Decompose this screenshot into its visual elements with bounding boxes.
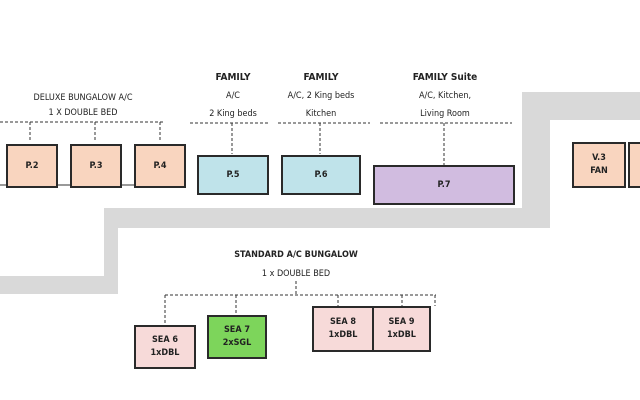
room-sea9[interactable]: SEA 9 1xDBL [372,306,431,352]
room-sea6-bed: 1xDBL [150,348,180,358]
room-sea9-name: SEA 9 [388,317,415,327]
room-p6[interactable]: P.6 [281,155,361,195]
room-v3[interactable]: V.3 FAN [572,142,626,188]
room-p5-label: P.5 [226,169,240,180]
room-sea8[interactable]: SEA 8 1xDBL [312,306,374,352]
room-v3-type: FAN [590,166,608,176]
room-p7[interactable]: P.7 [373,165,515,205]
room-next-partial[interactable] [628,142,640,188]
room-sea7[interactable]: SEA 7 2xSGL [207,315,267,359]
room-p6-label: P.6 [314,169,328,180]
room-p4[interactable]: P.4 [134,144,186,188]
family2-title: FAMILY [303,72,339,83]
suite-line1: A/C, Kitchen, [418,91,472,101]
suite-line2: Living Room [420,109,470,119]
room-p3-label: P.3 [89,160,103,171]
standard-title: STANDARD A/C BUNGALOW [234,250,358,260]
room-p7-label: P.7 [437,179,451,190]
walkway-path [0,92,640,294]
room-sea6-name: SEA 6 [151,335,179,345]
room-p4-label: P.4 [153,160,167,171]
family1-line2: 2 King beds [209,109,257,119]
deluxe-subtitle: 1 X DOUBLE BED [48,108,118,118]
deluxe-title: DELUXE BUNGALOW A/C [33,93,133,103]
family1-title: FAMILY [215,72,251,83]
suite-title: FAMILY Suite [412,72,478,83]
room-v3-name: V.3 [592,153,606,163]
family2-line1: A/C, 2 King beds [287,91,355,101]
room-sea9-bed: 1xDBL [387,330,416,340]
family1-line1: A/C [226,91,240,101]
room-sea7-name: SEA 7 [223,325,251,335]
room-sea7-bed: 2xSGL [222,338,252,348]
room-p5[interactable]: P.5 [197,155,269,195]
standard-subtitle: 1 x DOUBLE BED [261,269,331,279]
room-sea8-bed: 1xDBL [328,330,358,340]
room-sea6[interactable]: SEA 6 1xDBL [134,325,196,369]
family2-line2: Kitchen [305,109,337,119]
room-p3[interactable]: P.3 [70,144,122,188]
room-p2[interactable]: P.2 [6,144,58,188]
room-p2-label: P.2 [25,160,39,171]
room-sea8-name: SEA 8 [329,317,357,327]
